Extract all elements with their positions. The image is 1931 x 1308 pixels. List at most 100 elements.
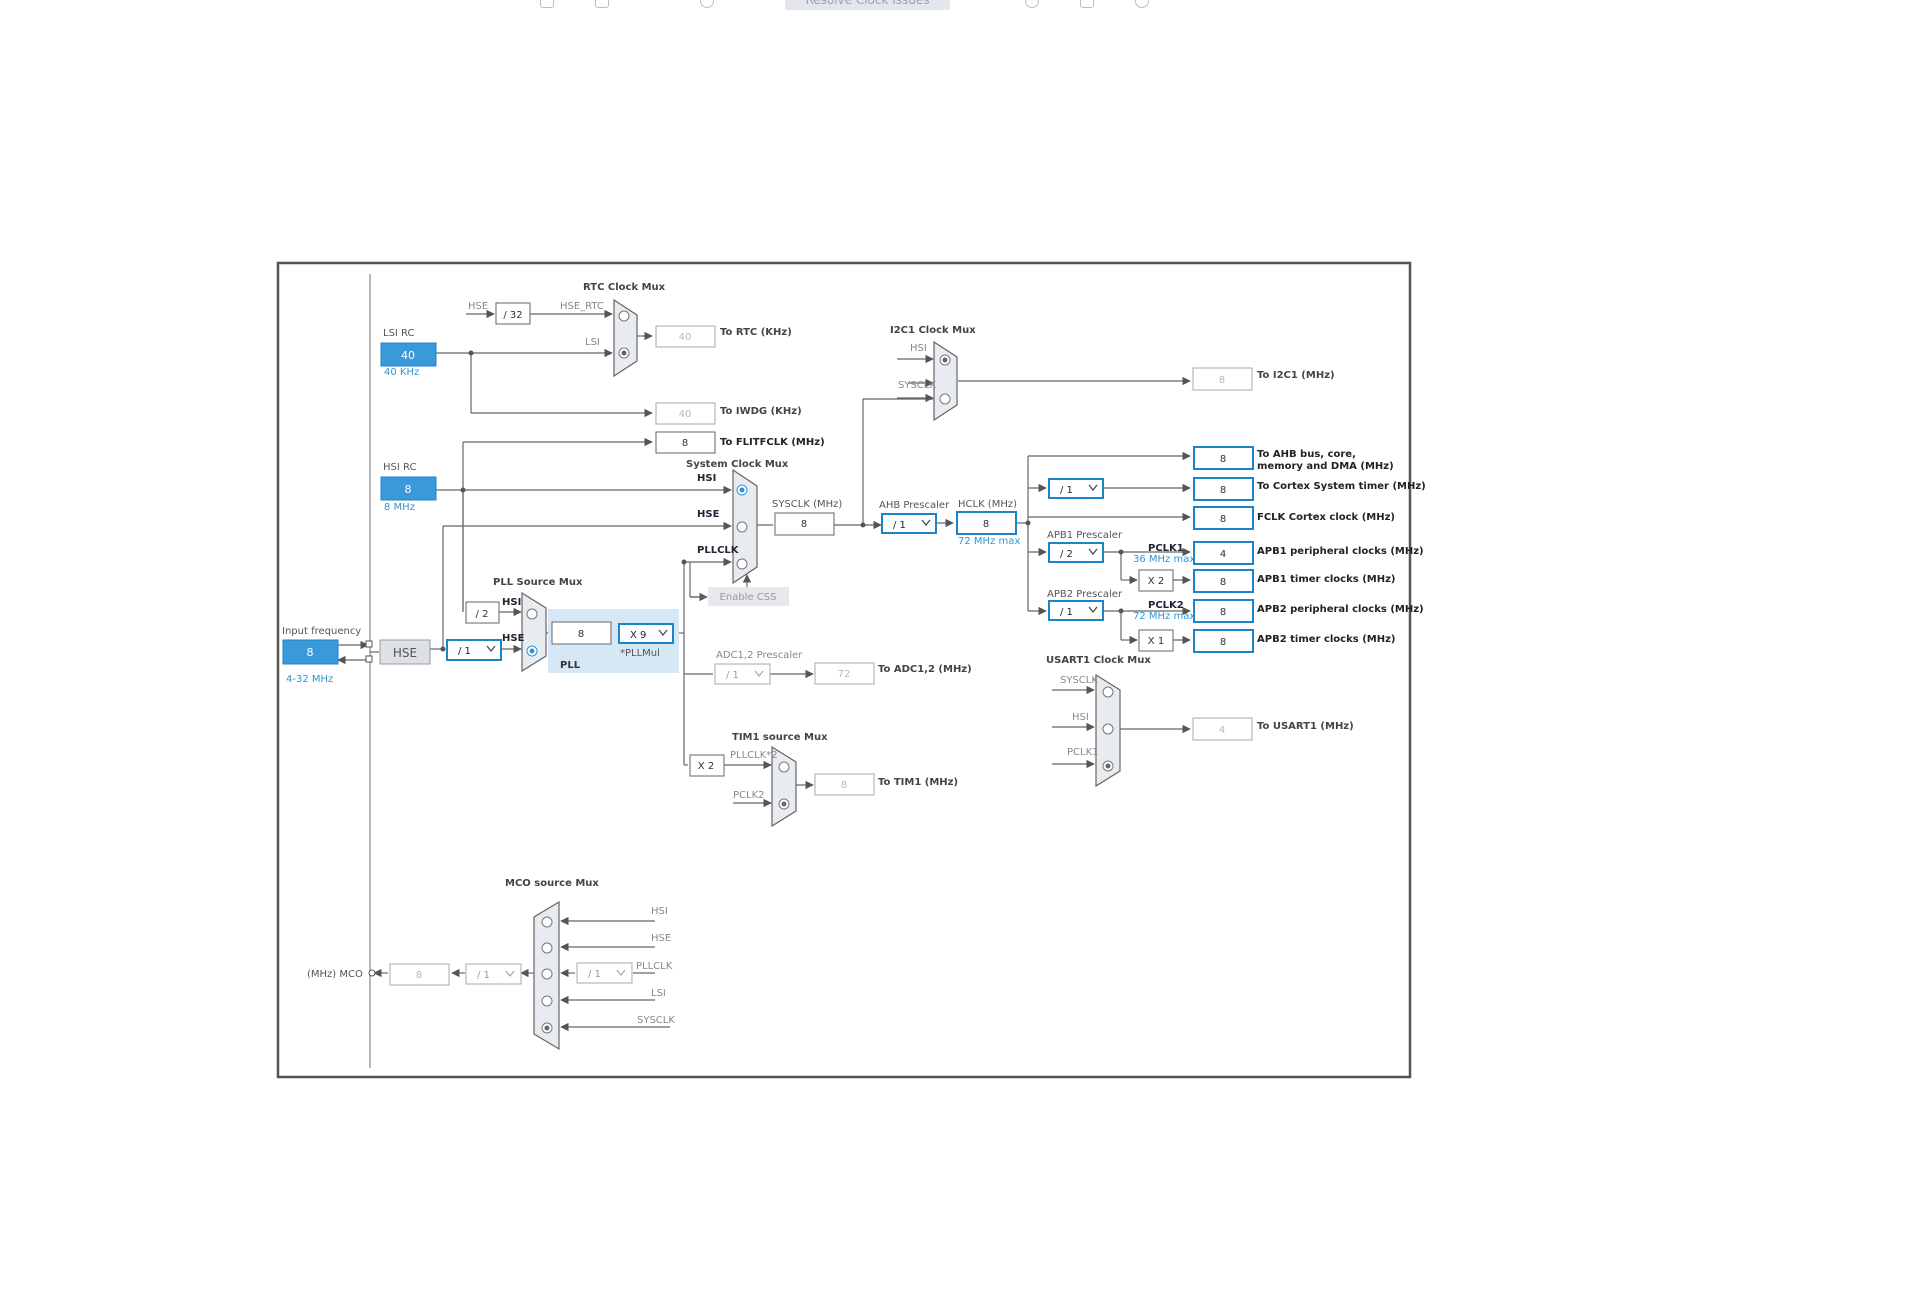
iwdg-value-box[interactable] (655, 402, 716, 425)
cortex-timer-value-box[interactable] (1193, 477, 1254, 501)
ahb-bus-value: 8 (1220, 454, 1226, 465)
rtc-mux-hse-radio[interactable] (618, 310, 630, 322)
pllmul-label: *PLLMul (620, 648, 660, 659)
apb1-prescaler-label: APB1 Prescaler (1047, 530, 1123, 541)
pll-hse-label: HSE (502, 633, 525, 644)
mco-pllclk-radio[interactable] (541, 968, 553, 980)
lsi-rc-label: LSI RC (383, 328, 414, 339)
sysclk-mhz-label: SYSCLK (MHz) (772, 499, 842, 510)
sysclk-mux-hse-radio[interactable] (736, 521, 748, 533)
i2c1-sysclk-signal: SYSCLK (898, 380, 936, 391)
ahb-prescaler-value[interactable]: / 1 (893, 520, 906, 531)
mco-hse-radio[interactable] (541, 942, 553, 954)
input-frequency-box[interactable] (282, 639, 339, 665)
pll-input-box[interactable] (551, 621, 612, 645)
pclk1-label: PCLK1 (1148, 543, 1184, 554)
sysclk-value-box[interactable] (774, 512, 835, 536)
tim1-mult-label: X 2 (698, 761, 714, 772)
apb2-timer-value-box[interactable] (1193, 629, 1254, 653)
rtc-hse-rtc-signal: HSE_RTC (560, 301, 604, 312)
mco-lsi-signal: LSI (651, 988, 666, 999)
tim1-value-box[interactable] (814, 773, 875, 796)
rtc-mux-title: RTC Clock Mux (583, 282, 666, 293)
cortex-prescaler-value[interactable]: / 1 (1060, 485, 1073, 496)
sysclk-mux-pllclk-radio[interactable] (736, 558, 748, 570)
ahb-bus-value-box[interactable] (1193, 446, 1254, 470)
usart1-sysclk-radio[interactable] (1102, 686, 1114, 698)
apb2-prescaler-select[interactable] (1048, 600, 1104, 621)
lsi-value: 40 (401, 349, 415, 362)
ahb-output-label-1: To AHB bus, core, (1257, 449, 1356, 460)
cortex-prescaler-select[interactable] (1048, 478, 1104, 499)
resolve-clock-issues-button[interactable]: Resolve Clock Issues (785, 0, 950, 10)
adc-value: 72 (838, 669, 851, 680)
mco-pll-divider-select[interactable] (576, 962, 633, 984)
adc-prescaler-value[interactable]: / 1 (726, 670, 739, 681)
mco-hsi-radio[interactable] (541, 916, 553, 928)
tim1-pllclkx2-signal: PLLCLK*2 (730, 750, 778, 761)
usart1-value-box[interactable] (1192, 717, 1253, 741)
apb1-periph-value-box[interactable] (1193, 541, 1254, 565)
ahb-prescaler-select[interactable] (881, 513, 937, 534)
i2c1-hsi-signal: HSI (910, 343, 927, 354)
pll-hsi-divider-label: / 2 (476, 609, 489, 620)
rtc-value-box[interactable] (655, 325, 716, 348)
adc-output-label: To ADC1,2 (MHz) (878, 664, 972, 675)
rtc-lsi-signal: LSI (585, 337, 600, 348)
sysclk-hsi-label: HSI (697, 473, 716, 484)
usart1-value: 4 (1219, 725, 1225, 736)
sysclk-hse-label: HSE (697, 509, 720, 520)
hclk-mhz-label: HCLK (MHz) (958, 499, 1017, 510)
mco-sysclk-signal: SYSCLK (637, 1015, 675, 1026)
pclk1-max-note: 36 MHz max (1133, 554, 1195, 565)
tim1-pllclkx2-radio[interactable] (778, 761, 790, 773)
pll-input-value: 8 (578, 629, 584, 640)
adc-prescaler-select[interactable] (714, 663, 771, 685)
hclk-value[interactable]: 8 (983, 519, 989, 530)
rtc-value: 40 (679, 332, 692, 343)
mco-output-divider-value[interactable]: / 1 (477, 970, 490, 981)
hsi-rc-label: HSI RC (383, 462, 416, 473)
hse-prescaler-select[interactable] (446, 639, 502, 661)
hclk-max-note: 72 MHz max (958, 536, 1020, 547)
apb2-periph-output-label: APB2 peripheral clocks (MHz) (1257, 604, 1424, 615)
hse-prescaler-value[interactable]: / 1 (458, 646, 471, 657)
tim1-mux-title: TIM1 source Mux (732, 732, 828, 743)
top-toolbar: Resolve Clock Issues (0, 0, 1931, 10)
apb1-timer-mult-label: X 2 (1148, 576, 1164, 587)
hsi-freq-note: 8 MHz (384, 502, 415, 513)
pll-hsi-divider (465, 601, 500, 624)
apb1-prescaler-value[interactable]: / 2 (1060, 549, 1073, 560)
pllmul-select[interactable] (618, 623, 674, 644)
enable-css-label[interactable]: Enable CSS (720, 592, 777, 603)
usart1-hsi-radio[interactable] (1102, 723, 1114, 735)
save-icon[interactable] (540, 0, 554, 8)
fclk-value-box[interactable] (1193, 506, 1254, 530)
fit-icon[interactable] (1080, 0, 1094, 8)
mco-pll-divider-value[interactable]: / 1 (588, 969, 601, 980)
mco-output-divider-select[interactable] (465, 963, 522, 985)
pll-source-hsi-radio[interactable] (526, 608, 538, 620)
input-frequency-value[interactable]: 8 (307, 646, 314, 659)
pllmul-value[interactable]: X 9 (630, 630, 646, 641)
apb2-prescaler-value[interactable]: / 1 (1060, 607, 1073, 618)
apb1-timer-value-box[interactable] (1193, 569, 1254, 593)
copy-icon[interactable] (595, 0, 609, 8)
tim1-mux (771, 745, 797, 828)
i2c1-value-box[interactable] (1192, 367, 1253, 391)
mco-lsi-radio[interactable] (541, 995, 553, 1007)
fclk-output-label: FCLK Cortex clock (MHz) (1257, 512, 1395, 523)
apb1-timer-value: 8 (1220, 577, 1226, 588)
i2c1-mux-sysclk-radio[interactable] (939, 393, 951, 405)
apb2-periph-value-box[interactable] (1193, 599, 1254, 623)
apb1-prescaler-select[interactable] (1048, 542, 1104, 563)
ahb-output-label-2: memory and DMA (MHz) (1257, 461, 1394, 472)
hclk-value-box[interactable] (956, 511, 1017, 535)
usart1-hsi-signal: HSI (1072, 712, 1089, 723)
usart1-output-label: To USART1 (MHz) (1257, 721, 1354, 732)
mco-value-box[interactable] (389, 963, 450, 986)
adc-value-box[interactable] (814, 662, 875, 685)
enable-css-button[interactable] (708, 587, 789, 606)
flitfclk-value-box[interactable] (655, 431, 716, 454)
